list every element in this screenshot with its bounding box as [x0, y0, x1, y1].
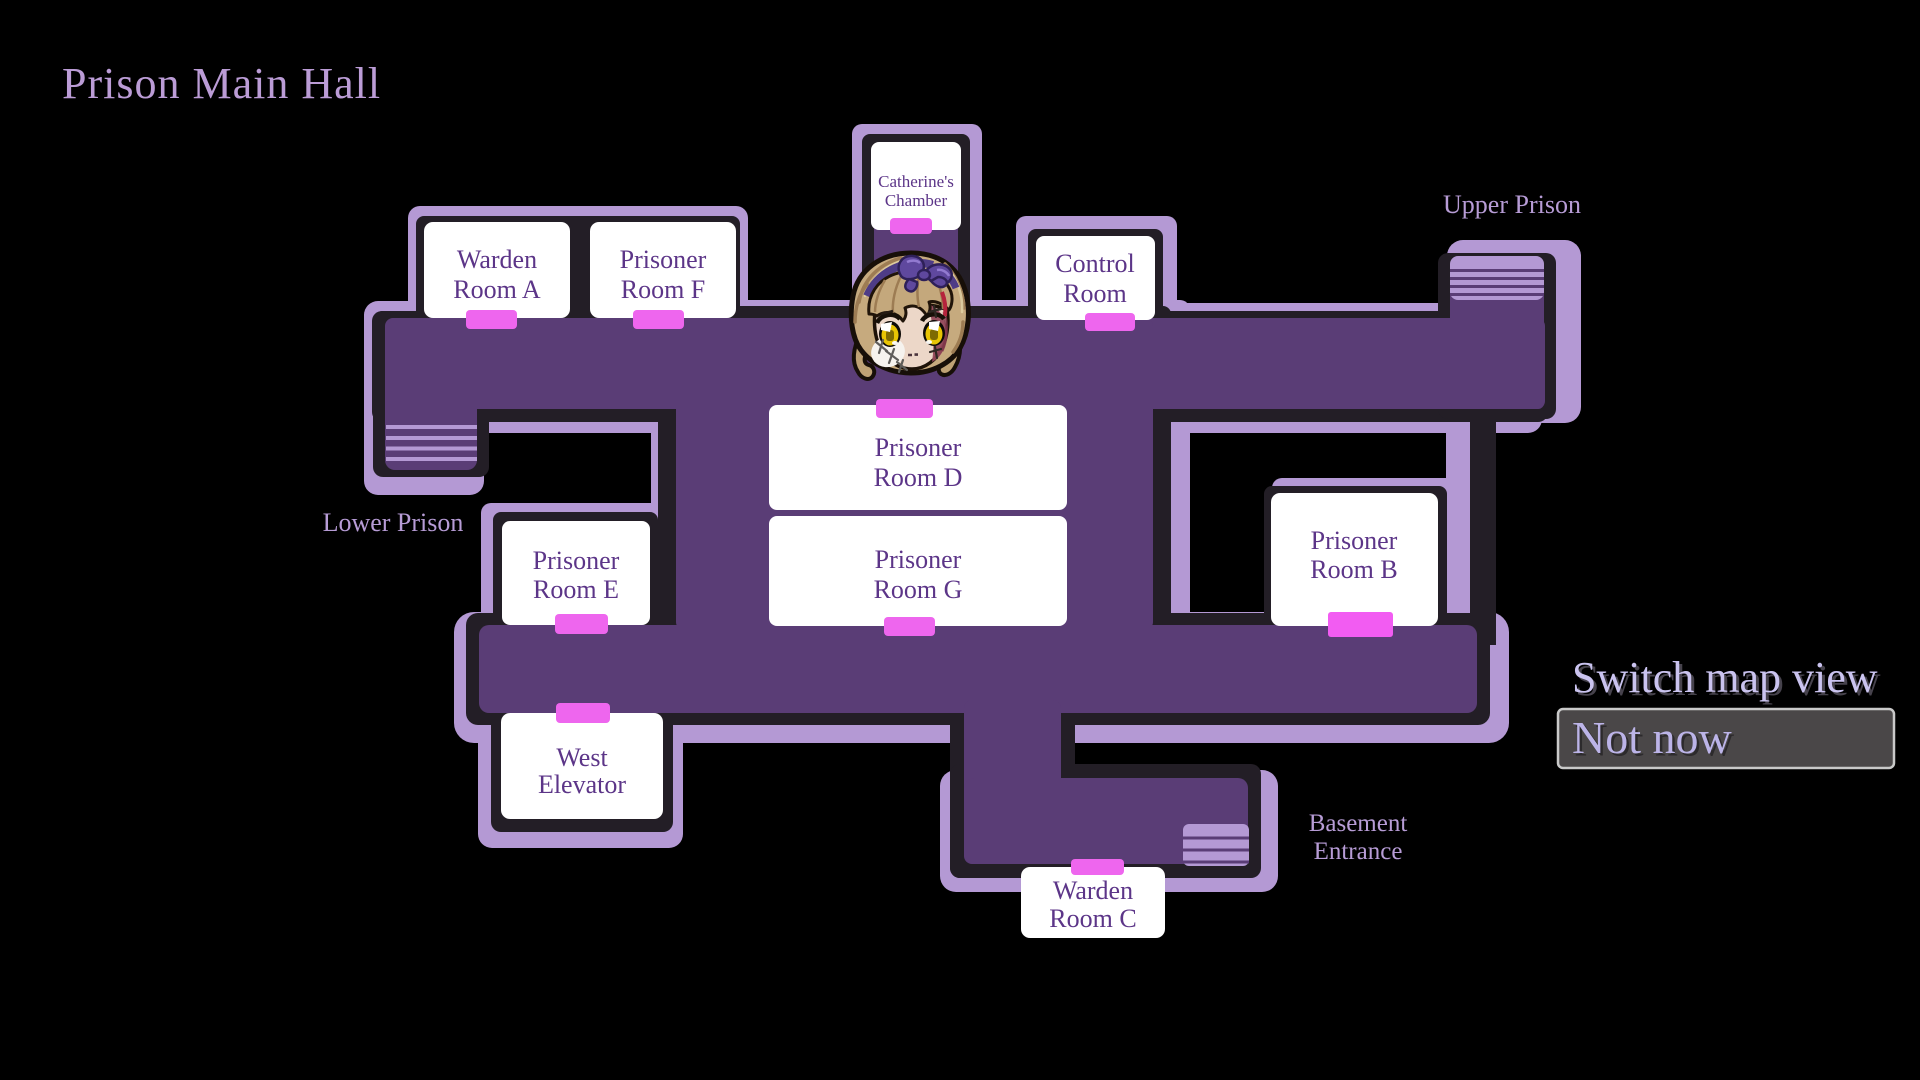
svg-text:Chamber: Chamber [885, 191, 948, 210]
svg-text:Prisoner: Prisoner [875, 545, 962, 574]
svg-text:Not now: Not now [1572, 712, 1733, 763]
svg-text:Entrance: Entrance [1314, 838, 1403, 865]
svg-text:West: West [556, 743, 608, 772]
svg-text:Prisoner: Prisoner [1311, 526, 1398, 555]
svg-text:Room: Room [1063, 279, 1127, 308]
svg-text:Room E: Room E [533, 575, 619, 604]
svg-text:Room D: Room D [874, 463, 963, 492]
svg-text:Upper Prison: Upper Prison [1443, 190, 1581, 219]
svg-text:Control: Control [1055, 249, 1134, 278]
svg-text:Room C: Room C [1049, 904, 1136, 933]
svg-text:Room G: Room G [874, 575, 963, 604]
svg-text:Room B: Room B [1310, 555, 1397, 584]
svg-text:Lower Prison: Lower Prison [323, 508, 464, 537]
svg-text:Elevator: Elevator [538, 770, 626, 799]
svg-text:Not now: Not now [1575, 715, 1736, 766]
svg-text:Basement: Basement [1309, 810, 1408, 837]
svg-text:Switch map view: Switch map view [1575, 656, 1881, 705]
svg-text:Prisoner: Prisoner [875, 433, 962, 462]
svg-text:Prisoner: Prisoner [533, 546, 620, 575]
svg-text:Prisoner: Prisoner [620, 245, 707, 274]
svg-text:Catherine's: Catherine's [878, 172, 954, 191]
svg-text:Switch map view: Switch map view [1572, 653, 1878, 702]
svg-text:Room F: Room F [621, 275, 706, 304]
svg-text:Room A: Room A [453, 275, 541, 304]
svg-text:Prison Main Hall: Prison Main Hall [62, 59, 381, 108]
svg-text:Warden: Warden [457, 245, 537, 274]
svg-text:Warden: Warden [1053, 876, 1133, 905]
